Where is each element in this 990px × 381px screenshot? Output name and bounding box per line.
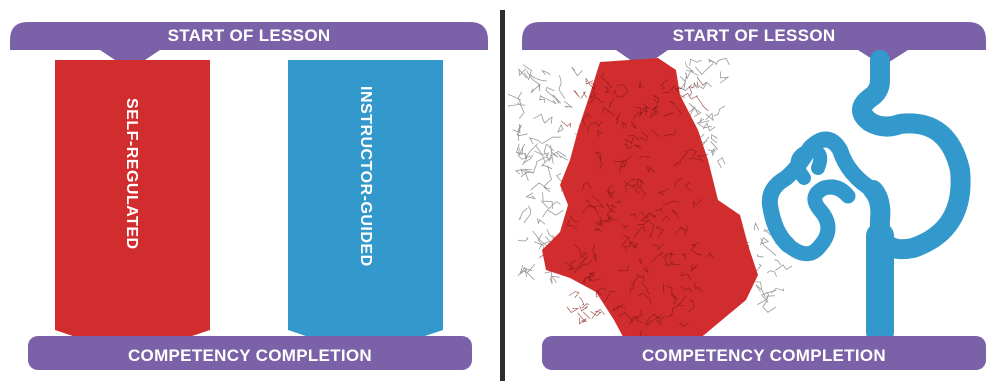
left-panel: START OF LESSON COMPETENCY COMPLETION SE… (0, 0, 498, 381)
left-panel-shapes (0, 0, 498, 381)
end-label-left: COMPETENCY COMPLETION (28, 346, 472, 366)
end-label-right: COMPETENCY COMPLETION (542, 346, 986, 366)
start-label-left: START OF LESSON (10, 26, 488, 46)
self-regulated-path-network (542, 58, 758, 348)
start-label-right: START OF LESSON (522, 26, 986, 46)
panel-divider (500, 10, 505, 381)
right-panel: START OF LESSON COMPETENCY COMPLETION (508, 0, 990, 381)
instructor-guided-label: INSTRUCTOR-GUIDED (356, 86, 374, 267)
right-panel-shapes (508, 0, 990, 381)
self-regulated-label: SELF-REGULATED (122, 98, 140, 250)
instructor-guided-winding-path (770, 60, 961, 332)
